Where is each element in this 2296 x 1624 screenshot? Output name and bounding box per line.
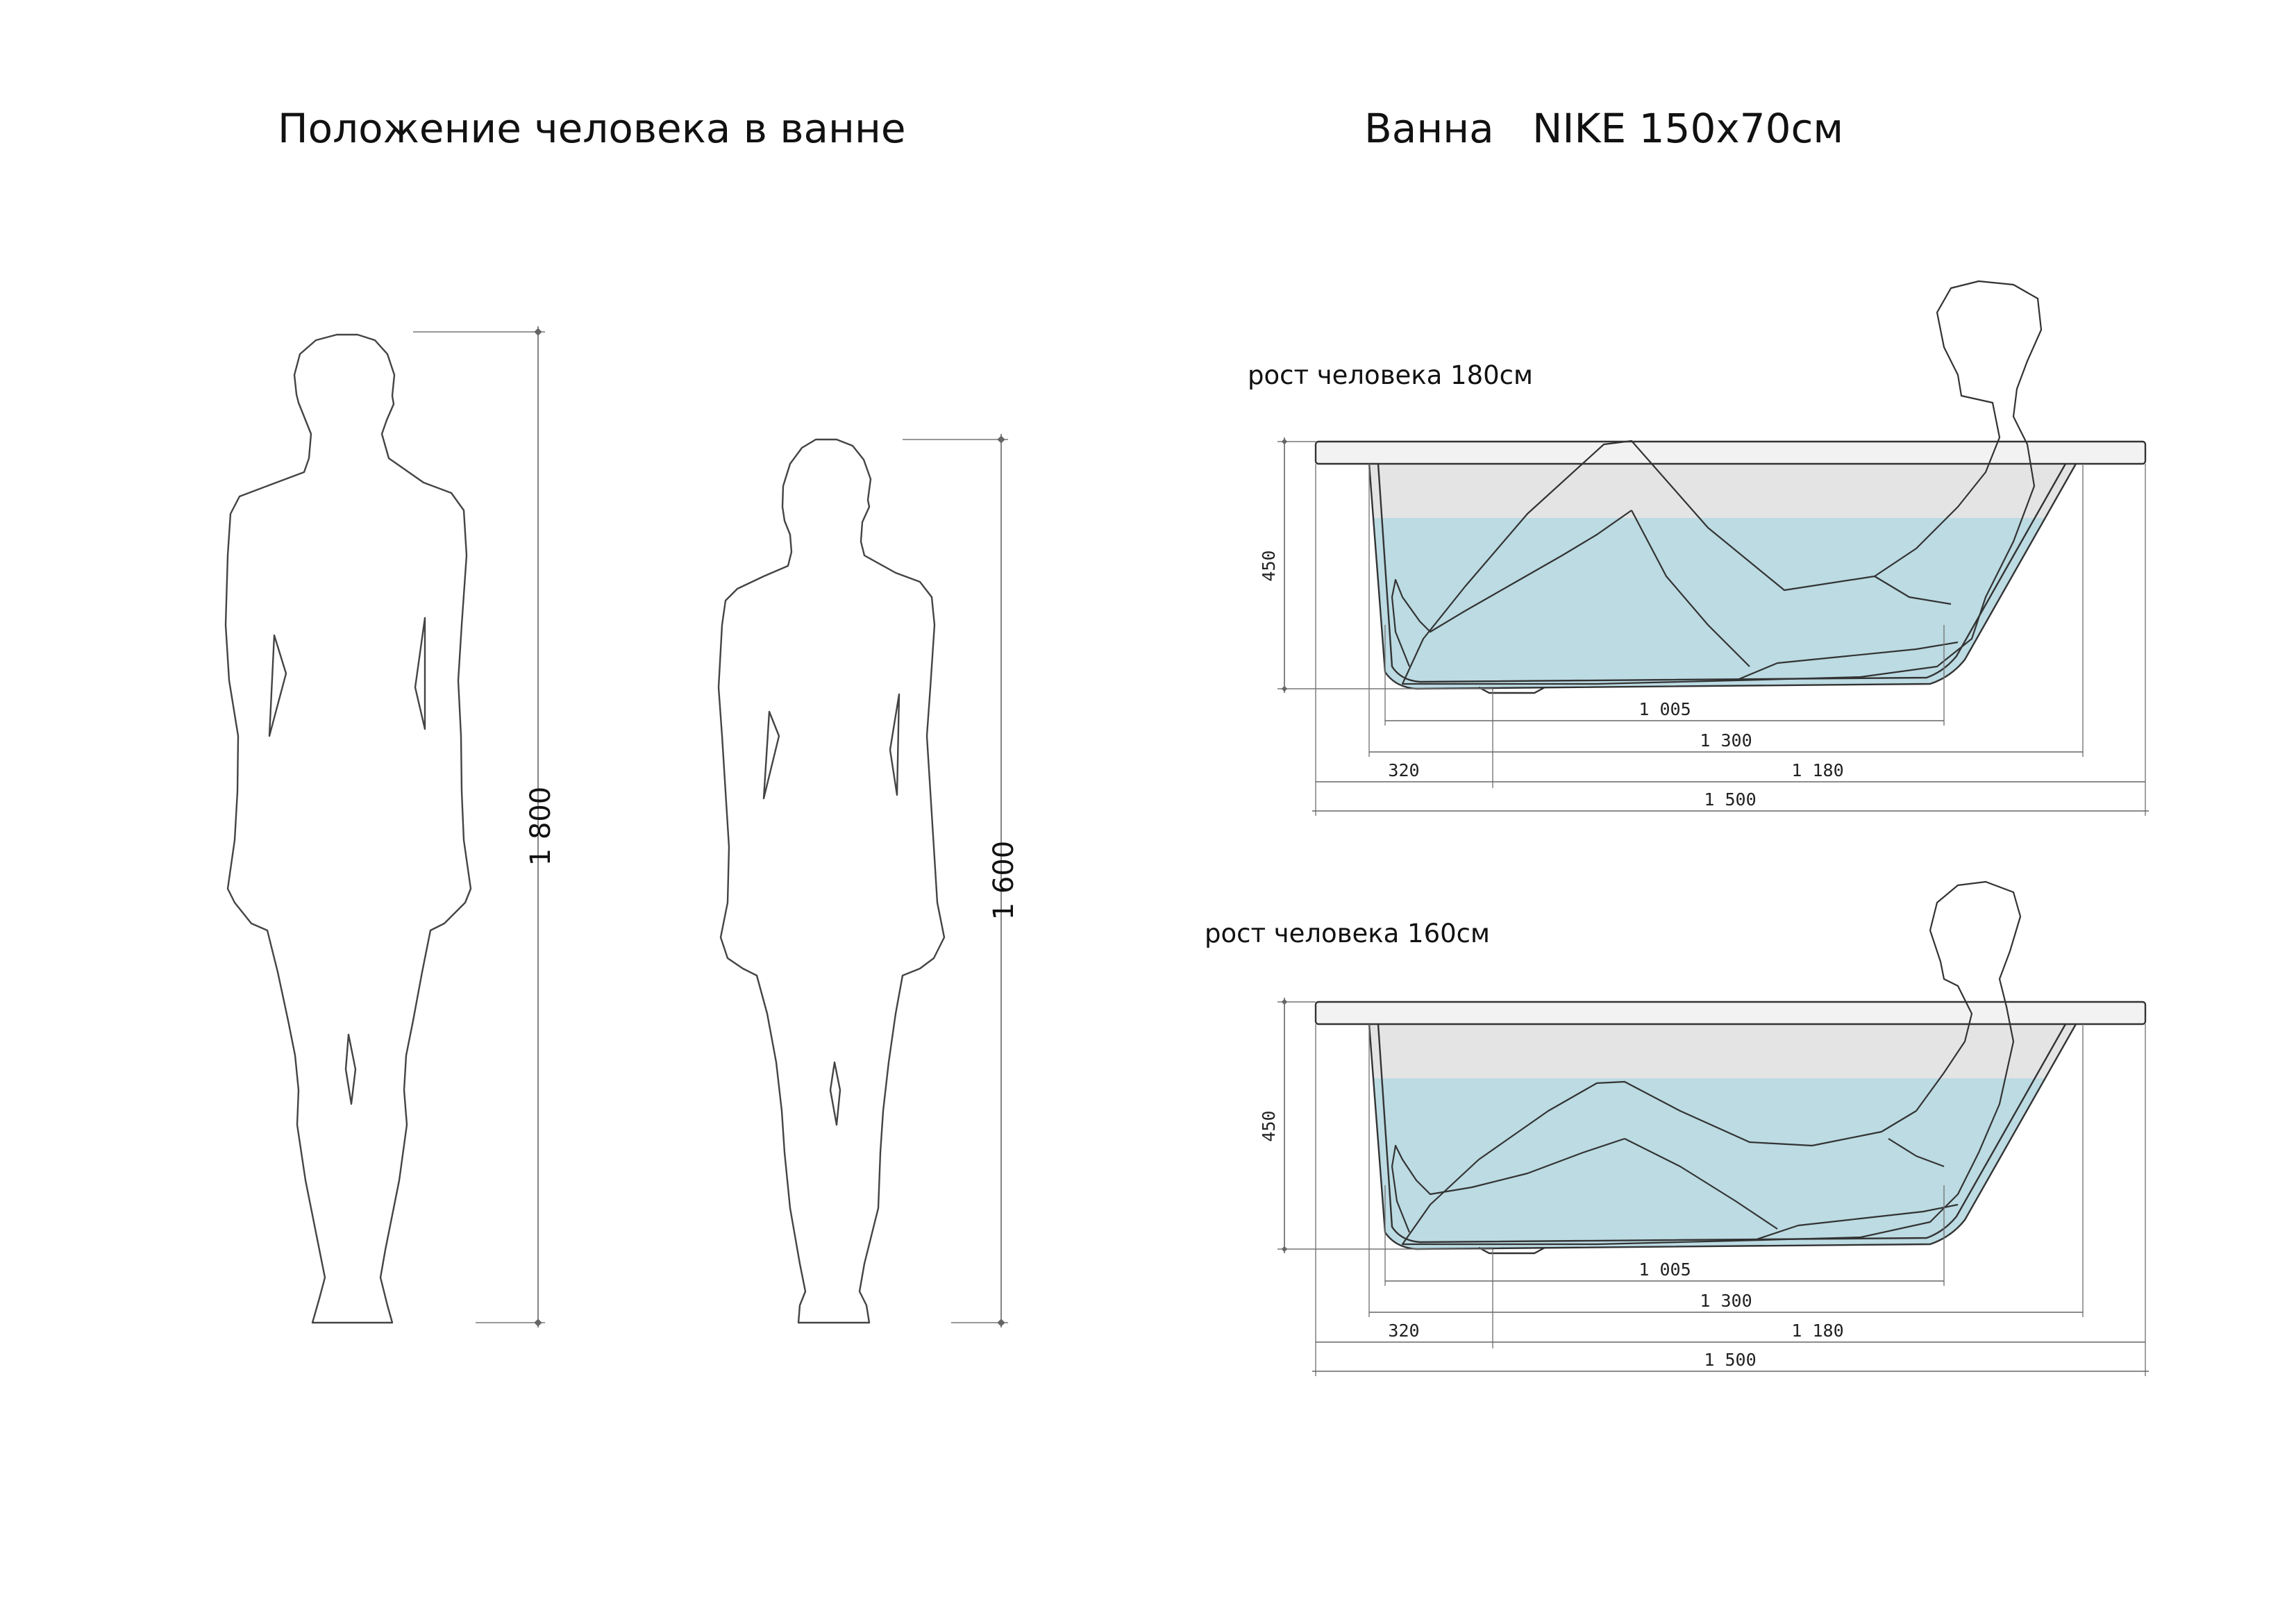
- air-region: [1369, 1024, 2076, 1080]
- water-region: [1369, 1078, 2076, 1249]
- view-160-depth: 450: [1259, 1110, 1279, 1141]
- man-height-value: 1 800: [525, 787, 557, 867]
- view-160-dim-1500: 1 500: [1704, 1350, 1756, 1370]
- view-180-dim-1500: 1 500: [1704, 789, 1756, 810]
- man-height-dimension: 1 800: [413, 326, 557, 1328]
- view-180-depth: 450: [1259, 550, 1279, 581]
- woman-height-value: 1 600: [988, 841, 1020, 921]
- water-region: [1369, 518, 2076, 689]
- view-160-dim-320: 320: [1388, 1321, 1419, 1341]
- tub-rim: [1314, 440, 2147, 465]
- view-180-dim-320: 320: [1388, 760, 1419, 780]
- left-title: Положение человека в ванне: [278, 105, 906, 152]
- view-160-dim-1005: 1 005: [1639, 1259, 1691, 1280]
- tub-rim: [1314, 1001, 2147, 1026]
- air-region: [1369, 464, 2076, 519]
- view-180-dim-1180: 1 180: [1791, 760, 1843, 780]
- view-160-dim-1180: 1 180: [1791, 1321, 1843, 1341]
- view-180-dim-1300: 1 300: [1700, 730, 1752, 751]
- woman-silhouette: [717, 438, 946, 1324]
- bathtub-view-180: рост человека 180см 450: [1248, 280, 2149, 816]
- view-160-dim-1300: 1 300: [1700, 1291, 1752, 1311]
- bathtub-view-160: рост человека 160см 450 1 005 1 30: [1205, 880, 2149, 1376]
- view-180-label: рост человека 180см: [1248, 360, 1533, 390]
- view-180-dim-1005: 1 005: [1639, 699, 1691, 719]
- right-title: Ванна NIKE 150x70см: [1364, 105, 1843, 152]
- man-silhouette: [224, 333, 472, 1324]
- view-160-label: рост человека 160см: [1205, 919, 1490, 948]
- woman-height-dimension: 1 600: [903, 434, 1020, 1328]
